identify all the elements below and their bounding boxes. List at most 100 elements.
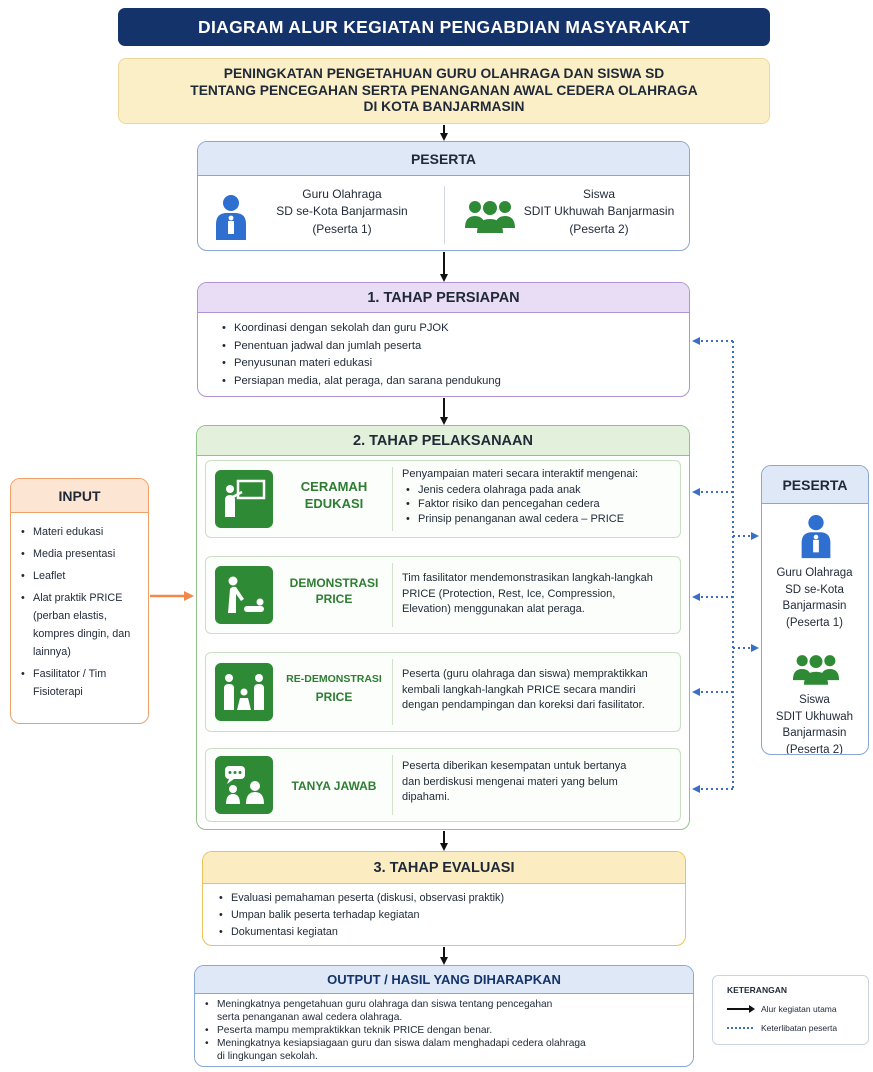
list-item: Materi edukasi — [21, 523, 147, 541]
peserta-siswa-label: Siswa SDIT Ukhuwah Banjarmasin (Peserta … — [514, 186, 684, 238]
persiapan-box: 1. TAHAP PERSIAPAN Koordinasi dengan sek… — [197, 282, 690, 397]
dotted-line-icon — [727, 1027, 753, 1029]
step-redemonstrasi-desc-line-3: dengan pendampingan dan koreksi dari fas… — [402, 699, 645, 712]
legend-row-solid: Alur kegiatan utama — [727, 1004, 837, 1014]
peserta-guru-line-2: SD se-Kota Banjarmasin — [276, 204, 408, 219]
step-demonstrasi-desc-line-2: PRICE (Protection, Rest, Ice, Compressio… — [402, 587, 616, 600]
pelaksanaan-box: 2. TAHAP PELAKSANAAN CERAMAH EDUKASI Pen… — [196, 425, 690, 830]
output-item-2-line-1: Peserta mampu mempraktikkan teknik PRICE… — [217, 1025, 493, 1036]
list-item: Dokumentasi kegiatan — [219, 924, 504, 941]
list-item: Penentuan jadwal dan jumlah peserta — [222, 338, 501, 356]
peserta-side-siswa-line-4: (Peserta 2) — [786, 744, 843, 755]
step-demonstrasi-name: DEMONSTRASI PRICE — [278, 575, 390, 607]
peserta-siswa-line-3: (Peserta 2) — [569, 221, 629, 236]
peserta-side-guru-line-2: SD se-Kota — [785, 583, 844, 596]
list-item: Faktor risiko dan pencegahan cedera — [406, 497, 678, 512]
step-demonstrasi-name-line-1: DEMONSTRASI — [289, 576, 379, 590]
step-divider — [392, 563, 393, 627]
step-redemonstrasi-price: RE-DEMONSTRASI PRICE Peserta (guru olahr… — [205, 652, 681, 732]
pelaksanaan-title: 2. TAHAP PELAKSANAAN — [197, 426, 689, 456]
demonstration-icon — [215, 566, 273, 624]
peserta-side-siswa-label: Siswa SDIT Ukhuwah Banjarmasin (Peserta … — [762, 692, 867, 755]
lecture-board-icon — [215, 470, 273, 528]
output-item-3-line-1: Meningkatnya kesiapsiagaan guru dan sisw… — [217, 1038, 586, 1049]
input-list: Materi edukasi Media presentasi Leaflet … — [21, 523, 147, 705]
list-item: Persiapan media, alat peraga, dan sarana… — [222, 373, 501, 391]
peserta-side-guru-line-4: (Peserta 1) — [786, 617, 843, 630]
step-divider — [392, 467, 393, 531]
legend-dotted-label: Keterlibatan peserta — [761, 1023, 838, 1033]
step-ceramah-desc: Penyampaian materi secara interaktif men… — [402, 467, 678, 527]
step-redemonstrasi-desc-line-2: kembali langkah-langkah PRICE secara man… — [402, 683, 636, 696]
peserta-guru-label: Guru Olahraga SD se-Kota Banjarmasin (Pe… — [254, 186, 430, 238]
evaluasi-title: 3. TAHAP EVALUASI — [203, 852, 685, 884]
list-item: Peserta mampu mempraktikkan teknik PRICE… — [205, 1024, 685, 1037]
peserta-side-siswa-line-2: SDIT Ukhuwah — [775, 710, 854, 723]
legend-row-dotted: Keterlibatan peserta — [727, 1023, 837, 1033]
legend-solid-label: Alur kegiatan utama — [761, 1004, 837, 1014]
step-redemonstrasi-name-line-2: PRICE — [315, 689, 353, 704]
persiapan-title: 1. TAHAP PERSIAPAN — [198, 283, 689, 313]
step-redemonstrasi-desc-line-1: Peserta (guru olahraga dan siswa) mempra… — [402, 668, 648, 680]
list-item: Prinsip penanganan awal cedera – PRICE — [406, 512, 678, 527]
peserta-side-siswa-line-3: Banjarmasin — [782, 727, 847, 740]
step-tanyajawab-name: TANYA JAWAB — [291, 779, 377, 793]
teacher-person-icon — [799, 514, 833, 560]
step-demonstrasi-price: DEMONSTRASI PRICE Tim fasilitator mendem… — [205, 556, 681, 634]
output-item-1-line-2: serta penanganan awal cedera olahraga. — [217, 1012, 403, 1023]
step-ceramah-name: CERAMAH EDUKASI — [278, 479, 390, 513]
list-item: Meningkatnya pengetahuan guru olahraga d… — [205, 998, 685, 1024]
peserta-side-box: PESERTA Guru Olahraga SD se-Kota Banjarm… — [761, 465, 869, 755]
input-title: INPUT — [11, 479, 148, 513]
step-ceramah-edukasi: CERAMAH EDUKASI Penyampaian materi secar… — [205, 460, 681, 538]
subtitle-line-2: TENTANG PENCEGAHAN SERTA PENANGANAN AWAL… — [190, 82, 698, 98]
question-answer-icon — [215, 756, 273, 814]
output-title: OUTPUT / HASIL YANG DIHARAPKAN — [195, 966, 693, 994]
list-item: Fasilitator / Tim Fisioterapi — [21, 665, 147, 701]
step-ceramah-name-line-2: EDUKASI — [304, 495, 364, 511]
peserta-guru-line-1: Guru Olahraga — [302, 187, 382, 201]
step-ceramah-list: Jenis cedera olahraga pada anak Faktor r… — [406, 483, 678, 528]
peserta-siswa-line-1: Siswa — [582, 187, 615, 201]
list-item: Meningkatnya kesiapsiagaan guru dan sisw… — [205, 1037, 685, 1063]
step-tanyajawab-desc: Peserta diberikan kesempatan untuk berta… — [402, 759, 678, 806]
step-redemonstrasi-name-line-1: RE-DEMONSTRASI — [286, 673, 382, 685]
step-divider — [392, 755, 393, 815]
output-box: OUTPUT / HASIL YANG DIHARAPKAN Meningkat… — [194, 965, 694, 1067]
list-item: Leaflet — [21, 567, 147, 585]
peserta-side-guru-line-1: Guru Olahraga — [776, 567, 853, 579]
step-tanyajawab-desc-line-1: Peserta diberikan kesempatan untuk berta… — [402, 760, 627, 772]
step-tanya-jawab: TANYA JAWAB Peserta diberikan kesempatan… — [205, 748, 681, 822]
step-demonstrasi-desc-line-1: Tim fasilitator mendemonstrasikan langka… — [402, 572, 653, 584]
teacher-person-icon — [214, 194, 248, 242]
peserta-title: PESERTA — [198, 142, 689, 176]
peserta-divider — [444, 186, 445, 244]
step-ceramah-name-line-1: CERAMAH — [300, 479, 368, 494]
list-item: Evaluasi pemahaman peserta (diskusi, obs… — [219, 890, 504, 907]
peserta-side-siswa-line-1: Siswa — [799, 694, 830, 706]
list-item: Alat praktik PRICE (perban elastis, komp… — [21, 589, 147, 661]
step-ceramah-intro: Penyampaian materi secara interaktif men… — [402, 468, 639, 480]
evaluasi-list: Evaluasi pemahaman peserta (diskusi, obs… — [219, 890, 504, 941]
list-item: Jenis cedera olahraga pada anak — [406, 483, 678, 498]
peserta-side-guru-label: Guru Olahraga SD se-Kota Banjarmasin (Pe… — [762, 565, 867, 632]
subtitle-line-3: DI KOTA BANJARMASIN — [363, 99, 525, 115]
step-demonstrasi-desc-line-3: Elevation) menggunakan alat peraga. — [402, 603, 585, 616]
step-redemonstrasi-desc: Peserta (guru olahraga dan siswa) mempra… — [402, 667, 678, 714]
peserta-guru-line-3: (Peserta 1) — [312, 221, 372, 236]
step-divider — [392, 659, 393, 725]
input-box: INPUT Materi edukasi Media presentasi Le… — [10, 478, 149, 724]
evaluasi-box: 3. TAHAP EVALUASI Evaluasi pemahaman pes… — [202, 851, 686, 946]
re-demonstration-icon — [215, 663, 273, 721]
output-item-3-line-2: di lingkungan sekolah. — [217, 1051, 318, 1062]
students-group-icon — [792, 652, 840, 686]
step-demonstrasi-desc: Tim fasilitator mendemonstrasikan langka… — [402, 571, 678, 618]
subtitle-line-1: PENINGKATAN PENGETAHUAN GURU OLAHRAGA DA… — [223, 65, 665, 81]
list-item: Koordinasi dengan sekolah dan guru PJOK — [222, 320, 501, 338]
subtitle-box: PENINGKATAN PENGETAHUAN GURU OLAHRAGA DA… — [118, 58, 770, 124]
step-tanyajawab-desc-line-3: dipahami. — [402, 791, 450, 804]
step-tanyajawab-desc-line-2: dan berdiskusi mengenai materi yang belu… — [402, 775, 618, 788]
step-redemonstrasi-name: RE-DEMONSTRASI PRICE — [278, 672, 390, 706]
list-item: Umpan balik peserta terhadap kegiatan — [219, 907, 504, 924]
legend-box: KETERANGAN Alur kegiatan utama Keterliba… — [712, 975, 869, 1045]
